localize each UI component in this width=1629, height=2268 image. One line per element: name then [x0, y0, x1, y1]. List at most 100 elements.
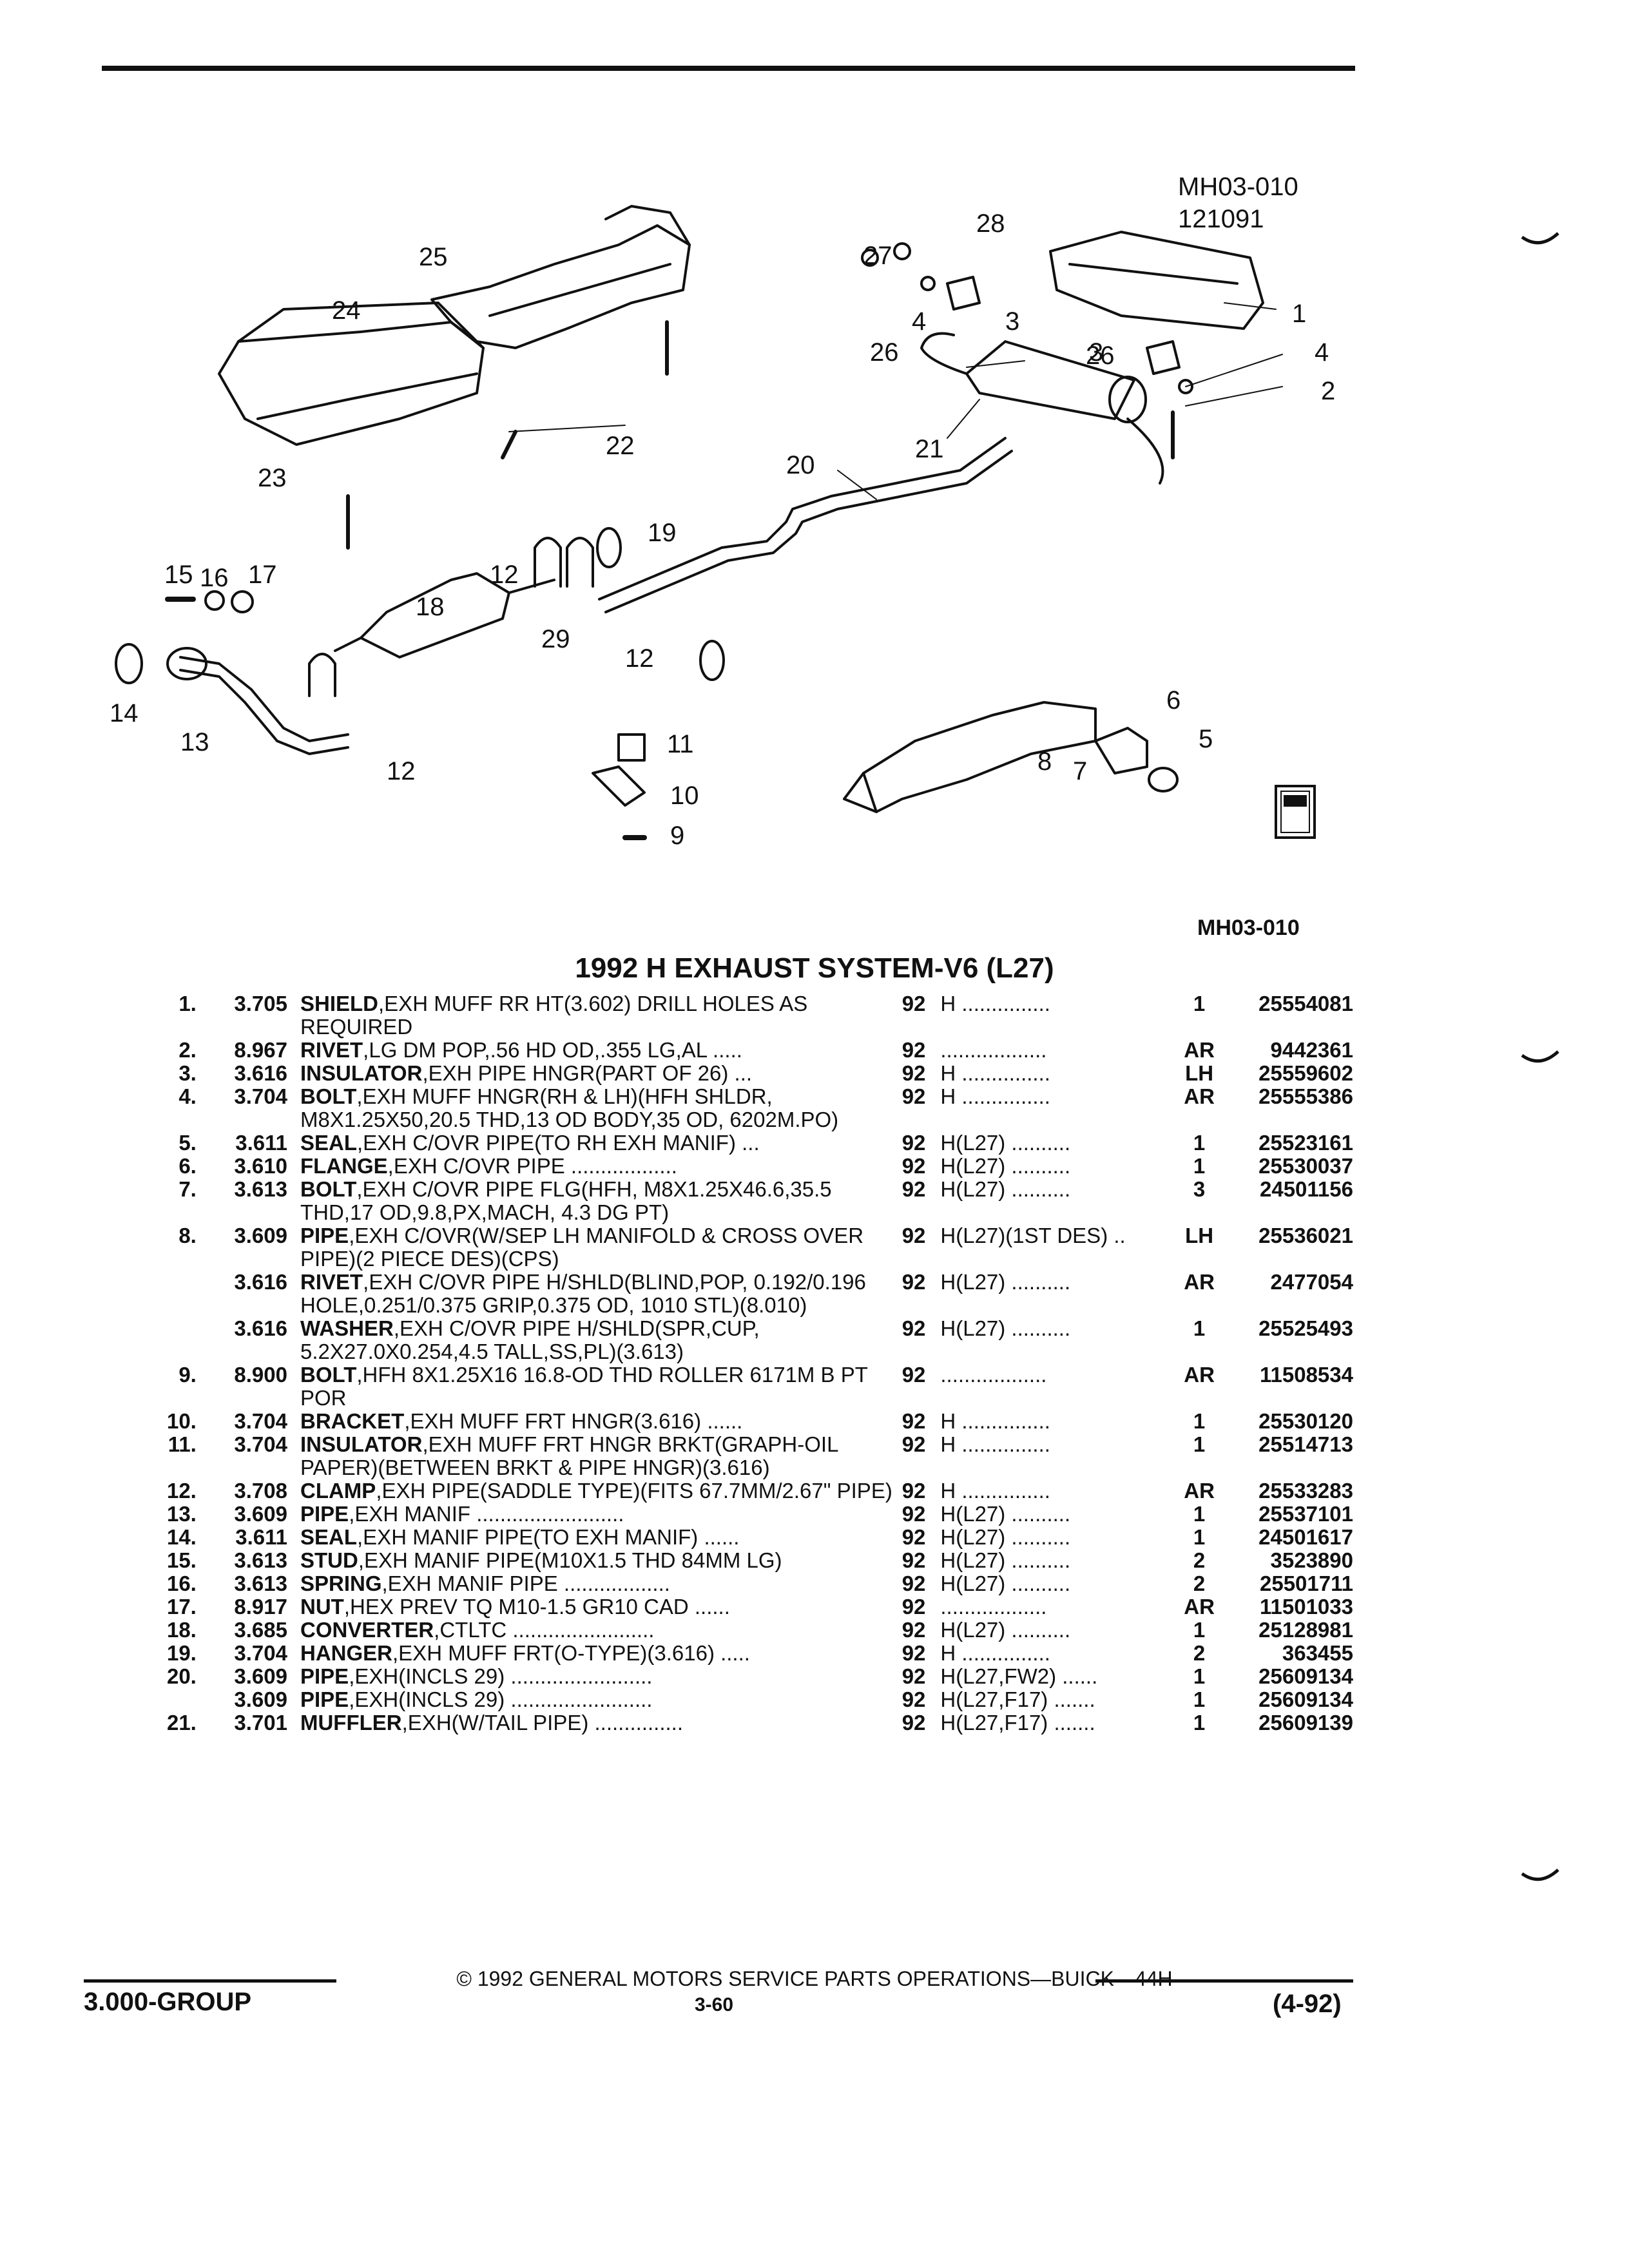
part-name: PIPE — [300, 1224, 349, 1247]
item-number: 20. — [166, 1664, 197, 1688]
group-number: 8.900 — [234, 1363, 287, 1387]
insulator-3 — [946, 276, 981, 311]
model-usage: H(L27) .......... — [940, 1270, 1071, 1294]
model-year: 92 — [901, 1571, 926, 1595]
description: SEAL,EXH C/OVR PIPE(TO RH EXH MANIF) ... — [300, 1131, 902, 1155]
part-number: 25128981 — [1258, 1618, 1353, 1642]
part-number: 24501156 — [1259, 1177, 1353, 1201]
model-year: 92 — [901, 1432, 926, 1456]
svg-text:21: 21 — [915, 435, 944, 463]
description: SPRING,EXH MANIF PIPE .................. — [300, 1572, 902, 1595]
part-description: ,EXH(INCLS 29) ........................ — [349, 1664, 653, 1688]
model-usage: H ............... — [940, 1432, 1050, 1456]
bracket-10 — [592, 765, 646, 807]
part-name: FLANGE — [300, 1154, 388, 1178]
description: FLANGE,EXH C/OVR PIPE .................. — [300, 1155, 902, 1178]
item-number: 12. — [166, 1479, 197, 1503]
group-number: 3.708 — [234, 1479, 287, 1503]
item-number: 21. — [166, 1711, 197, 1735]
part-description: ,EXH MANIF ......................... — [349, 1502, 624, 1526]
model-usage: H(L27,F17) ....... — [940, 1711, 1095, 1735]
part-name: MUFFLER — [300, 1711, 402, 1735]
group-number: 3.616 — [234, 1061, 287, 1085]
svg-text:29: 29 — [541, 625, 570, 653]
description: PIPE,EXH(INCLS 29) .....................… — [300, 1665, 902, 1688]
item-number: 10. — [166, 1409, 197, 1433]
svg-text:13: 13 — [180, 728, 209, 756]
part-description: ,EXH MANIF PIPE(M10X1.5 THD 84MM LG) — [358, 1548, 782, 1572]
clamp-12b — [534, 537, 562, 588]
group-number: 3.704 — [234, 1409, 287, 1433]
model-usage: H(L27) .......... — [940, 1316, 1071, 1340]
model-year: 92 — [901, 1479, 926, 1503]
model-usage: H(L27) .......... — [940, 1525, 1071, 1549]
svg-text:5: 5 — [1199, 725, 1213, 753]
group-number: 3.685 — [234, 1618, 287, 1642]
model-year: 92 — [901, 1618, 926, 1642]
part-name: PIPE — [300, 1502, 349, 1526]
manifold-pipe-13 — [166, 647, 349, 755]
diagram-code-bottom: MH03-010 — [1197, 916, 1300, 940]
part-number: 25537101 — [1258, 1502, 1353, 1526]
model-usage: H(L27) .......... — [940, 1502, 1071, 1526]
converter-18 — [334, 572, 555, 658]
footer-date: (4-92) — [1273, 1990, 1342, 2018]
model-usage: H ............... — [940, 1409, 1050, 1433]
part-name: BRACKET — [300, 1409, 405, 1433]
part-name: INSULATOR — [300, 1432, 423, 1456]
model-year: 92 — [901, 992, 926, 1015]
bolt-22b — [501, 430, 517, 459]
model-usage: H(L27,F17) ....... — [940, 1687, 1095, 1711]
part-number: 25514713 — [1258, 1432, 1353, 1456]
insulator-3b — [1146, 340, 1181, 375]
svg-text:12: 12 — [387, 757, 416, 785]
model-usage: H(L27) .......... — [940, 1154, 1071, 1178]
model-year: 92 — [901, 1316, 926, 1340]
quantity: 1 — [1193, 1525, 1206, 1549]
model-year: 92 — [901, 1525, 926, 1549]
part-description: ,EXH MUFF RR HT(3.602) DRILL HOLES AS RE… — [300, 992, 808, 1039]
quantity: AR — [1184, 1363, 1215, 1387]
margin-mark-1 — [1521, 232, 1559, 245]
quantity: 1 — [1193, 1502, 1206, 1526]
item-number: 8. — [178, 1224, 197, 1247]
quantity: 1 — [1193, 1409, 1206, 1433]
group-number: 8.967 — [234, 1038, 287, 1062]
description: CLAMP,EXH PIPE(SADDLE TYPE)(FITS 67.7MM/… — [300, 1479, 902, 1503]
svg-text:19: 19 — [648, 519, 677, 547]
quantity: LH — [1185, 1224, 1214, 1247]
model-usage: H(L27) .......... — [940, 1571, 1071, 1595]
model-year: 92 — [901, 1177, 926, 1201]
model-year: 92 — [901, 1270, 926, 1294]
quantity: 3 — [1193, 1177, 1206, 1201]
group-number: 3.609 — [234, 1502, 287, 1526]
svg-text:9: 9 — [670, 822, 684, 850]
insulator-11 — [617, 733, 646, 762]
description: MUFFLER,EXH(W/TAIL PIPE) ............... — [300, 1711, 902, 1735]
part-name: INSULATOR — [300, 1061, 423, 1085]
seal-5 — [1148, 767, 1179, 793]
model-year: 92 — [901, 1548, 926, 1572]
part-description: ,EXH C/OVR PIPE FLG(HFH, M8X1.25X46.6,35… — [300, 1177, 832, 1224]
model-usage: H(L27,FW2) ...... — [940, 1664, 1098, 1688]
model-year: 92 — [901, 1363, 926, 1387]
part-name: CLAMP — [300, 1479, 376, 1503]
part-name: WASHER — [300, 1316, 394, 1340]
svg-text:1: 1 — [1292, 300, 1306, 328]
bolt-4b — [1178, 379, 1193, 394]
part-description: ,EXH C/OVR PIPE .................. — [387, 1154, 677, 1178]
item-number: 7. — [178, 1177, 197, 1201]
item-number: 16. — [166, 1571, 197, 1595]
part-number: 11508534 — [1259, 1363, 1353, 1387]
part-number: 24501617 — [1258, 1525, 1353, 1549]
group-number: 3.704 — [234, 1432, 287, 1456]
quantity: AR — [1184, 1595, 1215, 1619]
quantity: 1 — [1193, 1432, 1206, 1456]
